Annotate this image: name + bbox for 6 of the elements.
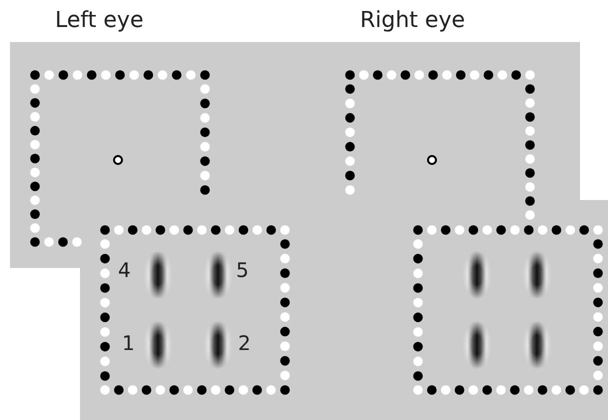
patch-number: 4 [118,260,131,280]
patch-number: 2 [238,333,251,353]
eye-label: Left eye [55,10,144,32]
patch-number: 1 [122,333,135,353]
patch-number: 5 [236,260,249,280]
eye-label: Right eye [360,10,466,32]
